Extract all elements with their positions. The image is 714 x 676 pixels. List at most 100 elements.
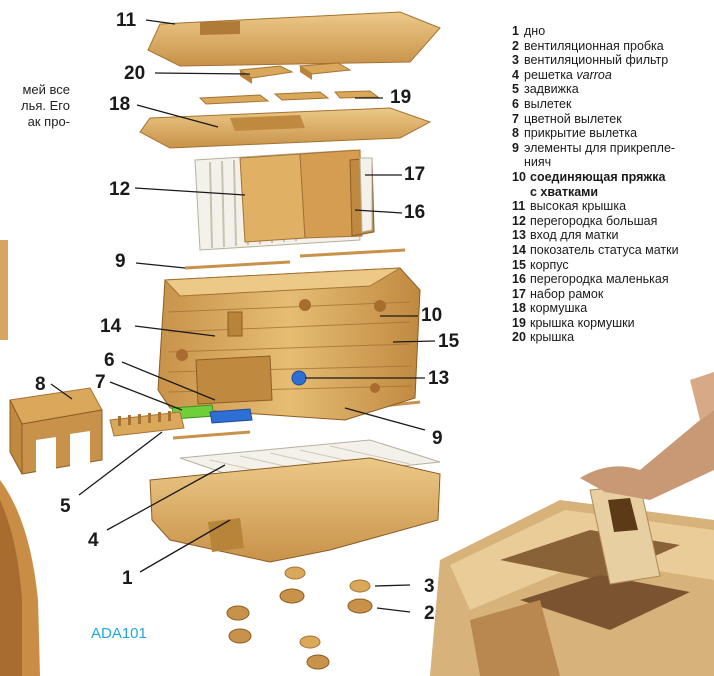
legend-text: корпус xyxy=(530,258,712,273)
legend-text-wrap: элементы для прикрепле-нияч xyxy=(524,141,712,170)
legend-number: 2 xyxy=(512,39,524,54)
legend-number: 11 xyxy=(512,199,530,214)
legend-text: вылетек xyxy=(524,97,712,112)
legend-number: 13 xyxy=(512,228,530,243)
hive-bottom xyxy=(150,458,440,562)
legend-text: покозатель статуса матки xyxy=(530,243,712,258)
legend-number: 14 xyxy=(512,243,530,258)
callout-14: 14 xyxy=(100,316,121,338)
callout-20: 20 xyxy=(124,63,145,85)
legend-text: набор рамок xyxy=(530,287,712,302)
high-cover xyxy=(148,12,440,66)
legend-item: 11высокая крышка xyxy=(512,199,712,214)
callout-12: 12 xyxy=(109,179,130,201)
callout-10: 10 xyxy=(421,305,442,327)
legend-text: крышка xyxy=(530,330,712,345)
legend-item: 3вентиляционный фильтр xyxy=(512,53,712,68)
callout-18: 18 xyxy=(109,94,130,116)
legend-text: решетка xyxy=(524,68,573,82)
legend-text: вход для матки xyxy=(530,228,712,243)
legend-number: 3 xyxy=(512,53,524,68)
legend-text: прикрытие вылетка xyxy=(524,126,712,141)
legend-text: элементы для прикрепле- xyxy=(524,141,675,155)
feeder-covers xyxy=(200,91,378,104)
legend-number: 12 xyxy=(512,214,530,229)
legend-text: вентиляционная пробка xyxy=(524,39,712,54)
legend-text-italic: varroa xyxy=(576,68,611,82)
legend-number: 5 xyxy=(512,82,524,97)
callout-9-bottom: 9 xyxy=(432,428,443,450)
ventilation-plugs xyxy=(227,567,372,669)
legend-number: 1 xyxy=(512,24,524,39)
callout-7: 7 xyxy=(95,372,106,394)
hive-body xyxy=(158,268,420,420)
legend-text: дно xyxy=(524,24,712,39)
callout-4: 4 xyxy=(88,530,99,552)
legend-text: высокая крышка xyxy=(530,199,712,214)
legend-text: соединяющая пряжка xyxy=(530,170,665,184)
callout-5: 5 xyxy=(60,496,71,518)
callout-3: 3 xyxy=(424,576,435,598)
callout-11: 11 xyxy=(116,10,136,32)
legend-text-continued: с хватками xyxy=(530,185,598,199)
legend-text-wrap: решетка varroa xyxy=(524,68,712,83)
callout-13: 13 xyxy=(428,368,449,390)
legend-text: перегородка большая xyxy=(530,214,712,229)
legend-number: 19 xyxy=(512,316,530,331)
product-code: ADA101 xyxy=(91,625,147,642)
slider xyxy=(110,411,184,436)
legend-number: 4 xyxy=(512,68,524,83)
legend-number: 6 xyxy=(512,97,524,112)
legend-text: вентиляционный фильтр xyxy=(524,53,712,68)
callout-8: 8 xyxy=(35,374,46,396)
legend-text: цветной вылетек xyxy=(524,112,712,127)
legend-number: 8 xyxy=(512,126,524,141)
callout-19: 19 xyxy=(390,87,411,109)
legend-text: перегородка маленькая xyxy=(530,272,712,287)
callout-6: 6 xyxy=(104,350,115,372)
legend-number: 18 xyxy=(512,301,530,316)
hive-photo xyxy=(430,372,714,676)
legend-number: 16 xyxy=(512,272,530,287)
legend-text: крышка кормушки xyxy=(530,316,712,331)
callout-9-top: 9 xyxy=(115,251,126,273)
legend-text-continued: нияч xyxy=(524,155,551,169)
legend-number: 9 xyxy=(512,141,524,170)
legend-number: 20 xyxy=(512,330,530,345)
legend-number: 7 xyxy=(512,112,524,127)
frame-set xyxy=(195,150,374,250)
callout-2: 2 xyxy=(424,603,435,625)
legend-text: кормушка xyxy=(530,301,712,316)
legend-number: 17 xyxy=(512,287,530,302)
feeder-tray xyxy=(140,108,430,148)
legend-number: 10 xyxy=(512,170,530,199)
legend-number: 15 xyxy=(512,258,530,273)
callout-1: 1 xyxy=(122,568,133,590)
callout-16: 16 xyxy=(404,202,425,224)
feeder-lids xyxy=(240,63,350,84)
callout-17: 17 xyxy=(404,164,425,186)
callout-15: 15 xyxy=(438,331,459,353)
entrance-cover xyxy=(10,388,102,474)
legend-text: задвижка xyxy=(524,82,712,97)
